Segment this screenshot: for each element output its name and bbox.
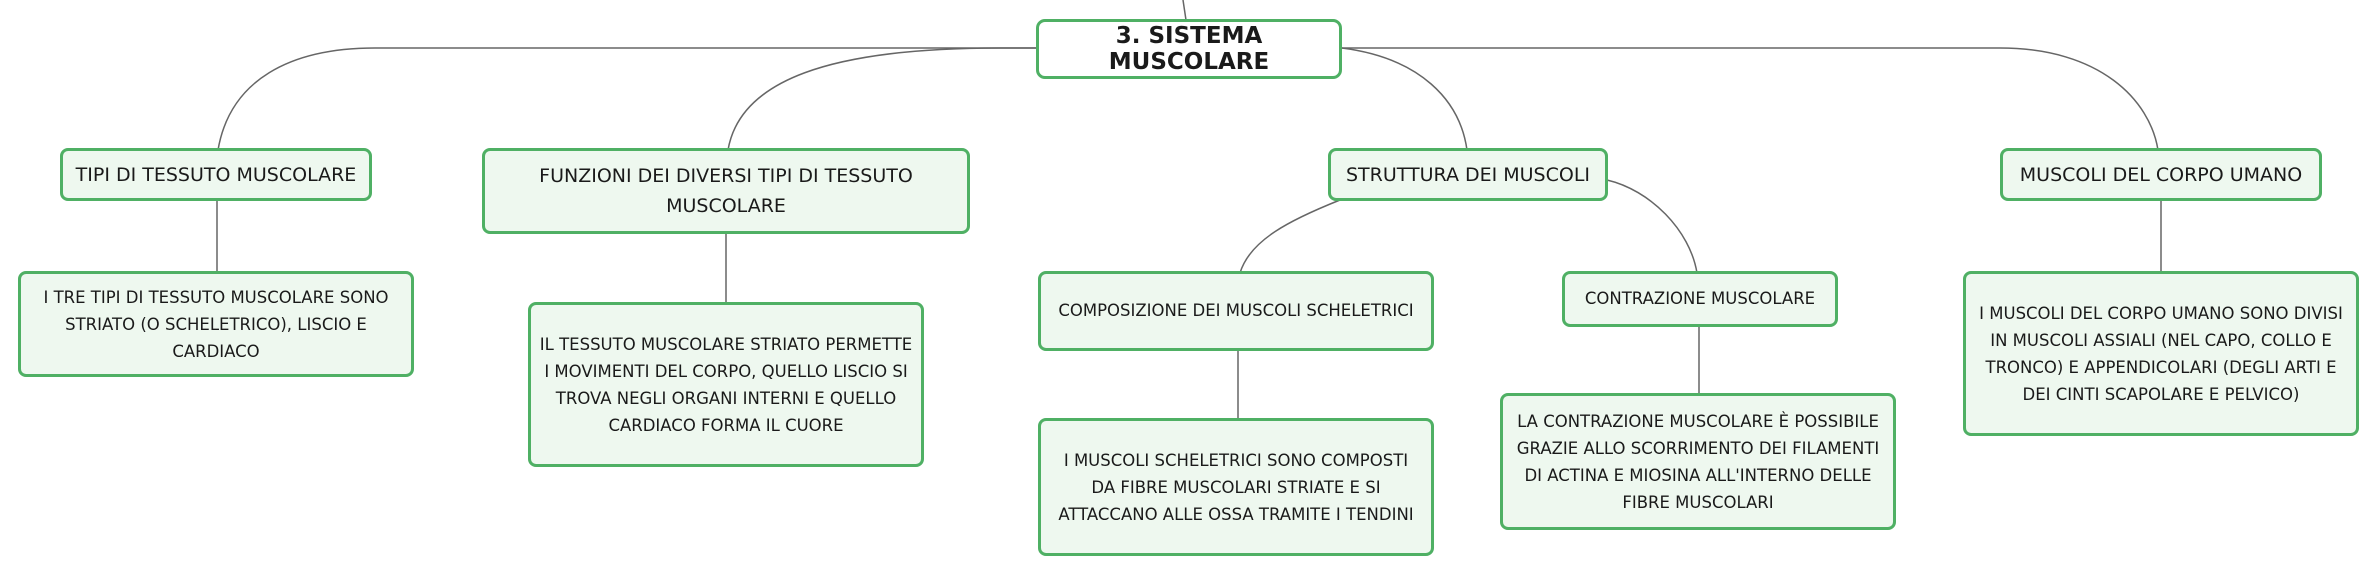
connector-root-to-tipi bbox=[217, 47, 1036, 151]
branch-node-label: TIPI DI TESSUTO MUSCOLARE bbox=[75, 163, 357, 186]
branch-node-label: FUNZIONI DEI DIVERSI TIPI DI TESSUTO MUS… bbox=[539, 165, 913, 217]
connector-root-to-struttura bbox=[1341, 47, 1468, 151]
branch-node-tipi-tessuto[interactable]: TIPI DI TESSUTO MUSCOLARE bbox=[60, 148, 372, 201]
subbranch-node-label: COMPOSIZIONE DEI MUSCOLI SCHELETRICI bbox=[1058, 301, 1414, 320]
leaf-node-label: I TRE TIPI DI TESSUTO MUSCOLARE SONO STR… bbox=[43, 287, 389, 361]
leaf-node-composizione[interactable]: I MUSCOLI SCHELETRICI SONO COMPOSTI DA F… bbox=[1038, 418, 1434, 556]
connector-root-to-muscoli bbox=[1342, 47, 2159, 151]
branch-node-label: STRUTTURA DEI MUSCOLI bbox=[1345, 163, 1591, 186]
subbranch-node-contrazione[interactable]: CONTRAZIONE MUSCOLARE bbox=[1562, 271, 1838, 327]
connector-struttura-to-composizione bbox=[1239, 199, 1341, 274]
branch-node-label: MUSCOLI DEL CORPO UMANO bbox=[2019, 163, 2303, 186]
connector-struttura-to-contrazione bbox=[1606, 179, 1698, 274]
connector-root-to-funzioni bbox=[727, 47, 1036, 151]
leaf-node-label: I MUSCOLI SCHELETRICI SONO COMPOSTI DA F… bbox=[1058, 450, 1414, 524]
leaf-node-tipi-tessuto[interactable]: I TRE TIPI DI TESSUTO MUSCOLARE SONO STR… bbox=[18, 271, 414, 377]
leaf-node-contrazione[interactable]: LA CONTRAZIONE MUSCOLARE È POSSIBILE GRA… bbox=[1500, 393, 1896, 530]
leaf-node-label: I MUSCOLI DEL CORPO UMANO SONO DIVISI IN… bbox=[1979, 303, 2343, 404]
leaf-node-funzioni[interactable]: IL TESSUTO MUSCOLARE STRIATO PERMETTE I … bbox=[528, 302, 924, 467]
root-node[interactable]: 3. SISTEMA MUSCOLARE bbox=[1036, 19, 1342, 79]
subbranch-node-composizione[interactable]: COMPOSIZIONE DEI MUSCOLI SCHELETRICI bbox=[1038, 271, 1434, 351]
connector-parent-to-root bbox=[1182, 0, 1187, 21]
subbranch-node-label: CONTRAZIONE MUSCOLARE bbox=[1584, 289, 1816, 308]
leaf-node-label: IL TESSUTO MUSCOLARE STRIATO PERMETTE I … bbox=[539, 334, 913, 435]
root-node-label: 3. SISTEMA MUSCOLARE bbox=[1108, 23, 1270, 75]
branch-node-funzioni[interactable]: FUNZIONI DEI DIVERSI TIPI DI TESSUTO MUS… bbox=[482, 148, 970, 234]
leaf-node-muscoli-corpo[interactable]: I MUSCOLI DEL CORPO UMANO SONO DIVISI IN… bbox=[1963, 271, 2359, 436]
branch-node-muscoli-corpo[interactable]: MUSCOLI DEL CORPO UMANO bbox=[2000, 148, 2322, 201]
branch-node-struttura[interactable]: STRUTTURA DEI MUSCOLI bbox=[1328, 148, 1608, 201]
leaf-node-label: LA CONTRAZIONE MUSCOLARE È POSSIBILE GRA… bbox=[1516, 411, 1880, 512]
